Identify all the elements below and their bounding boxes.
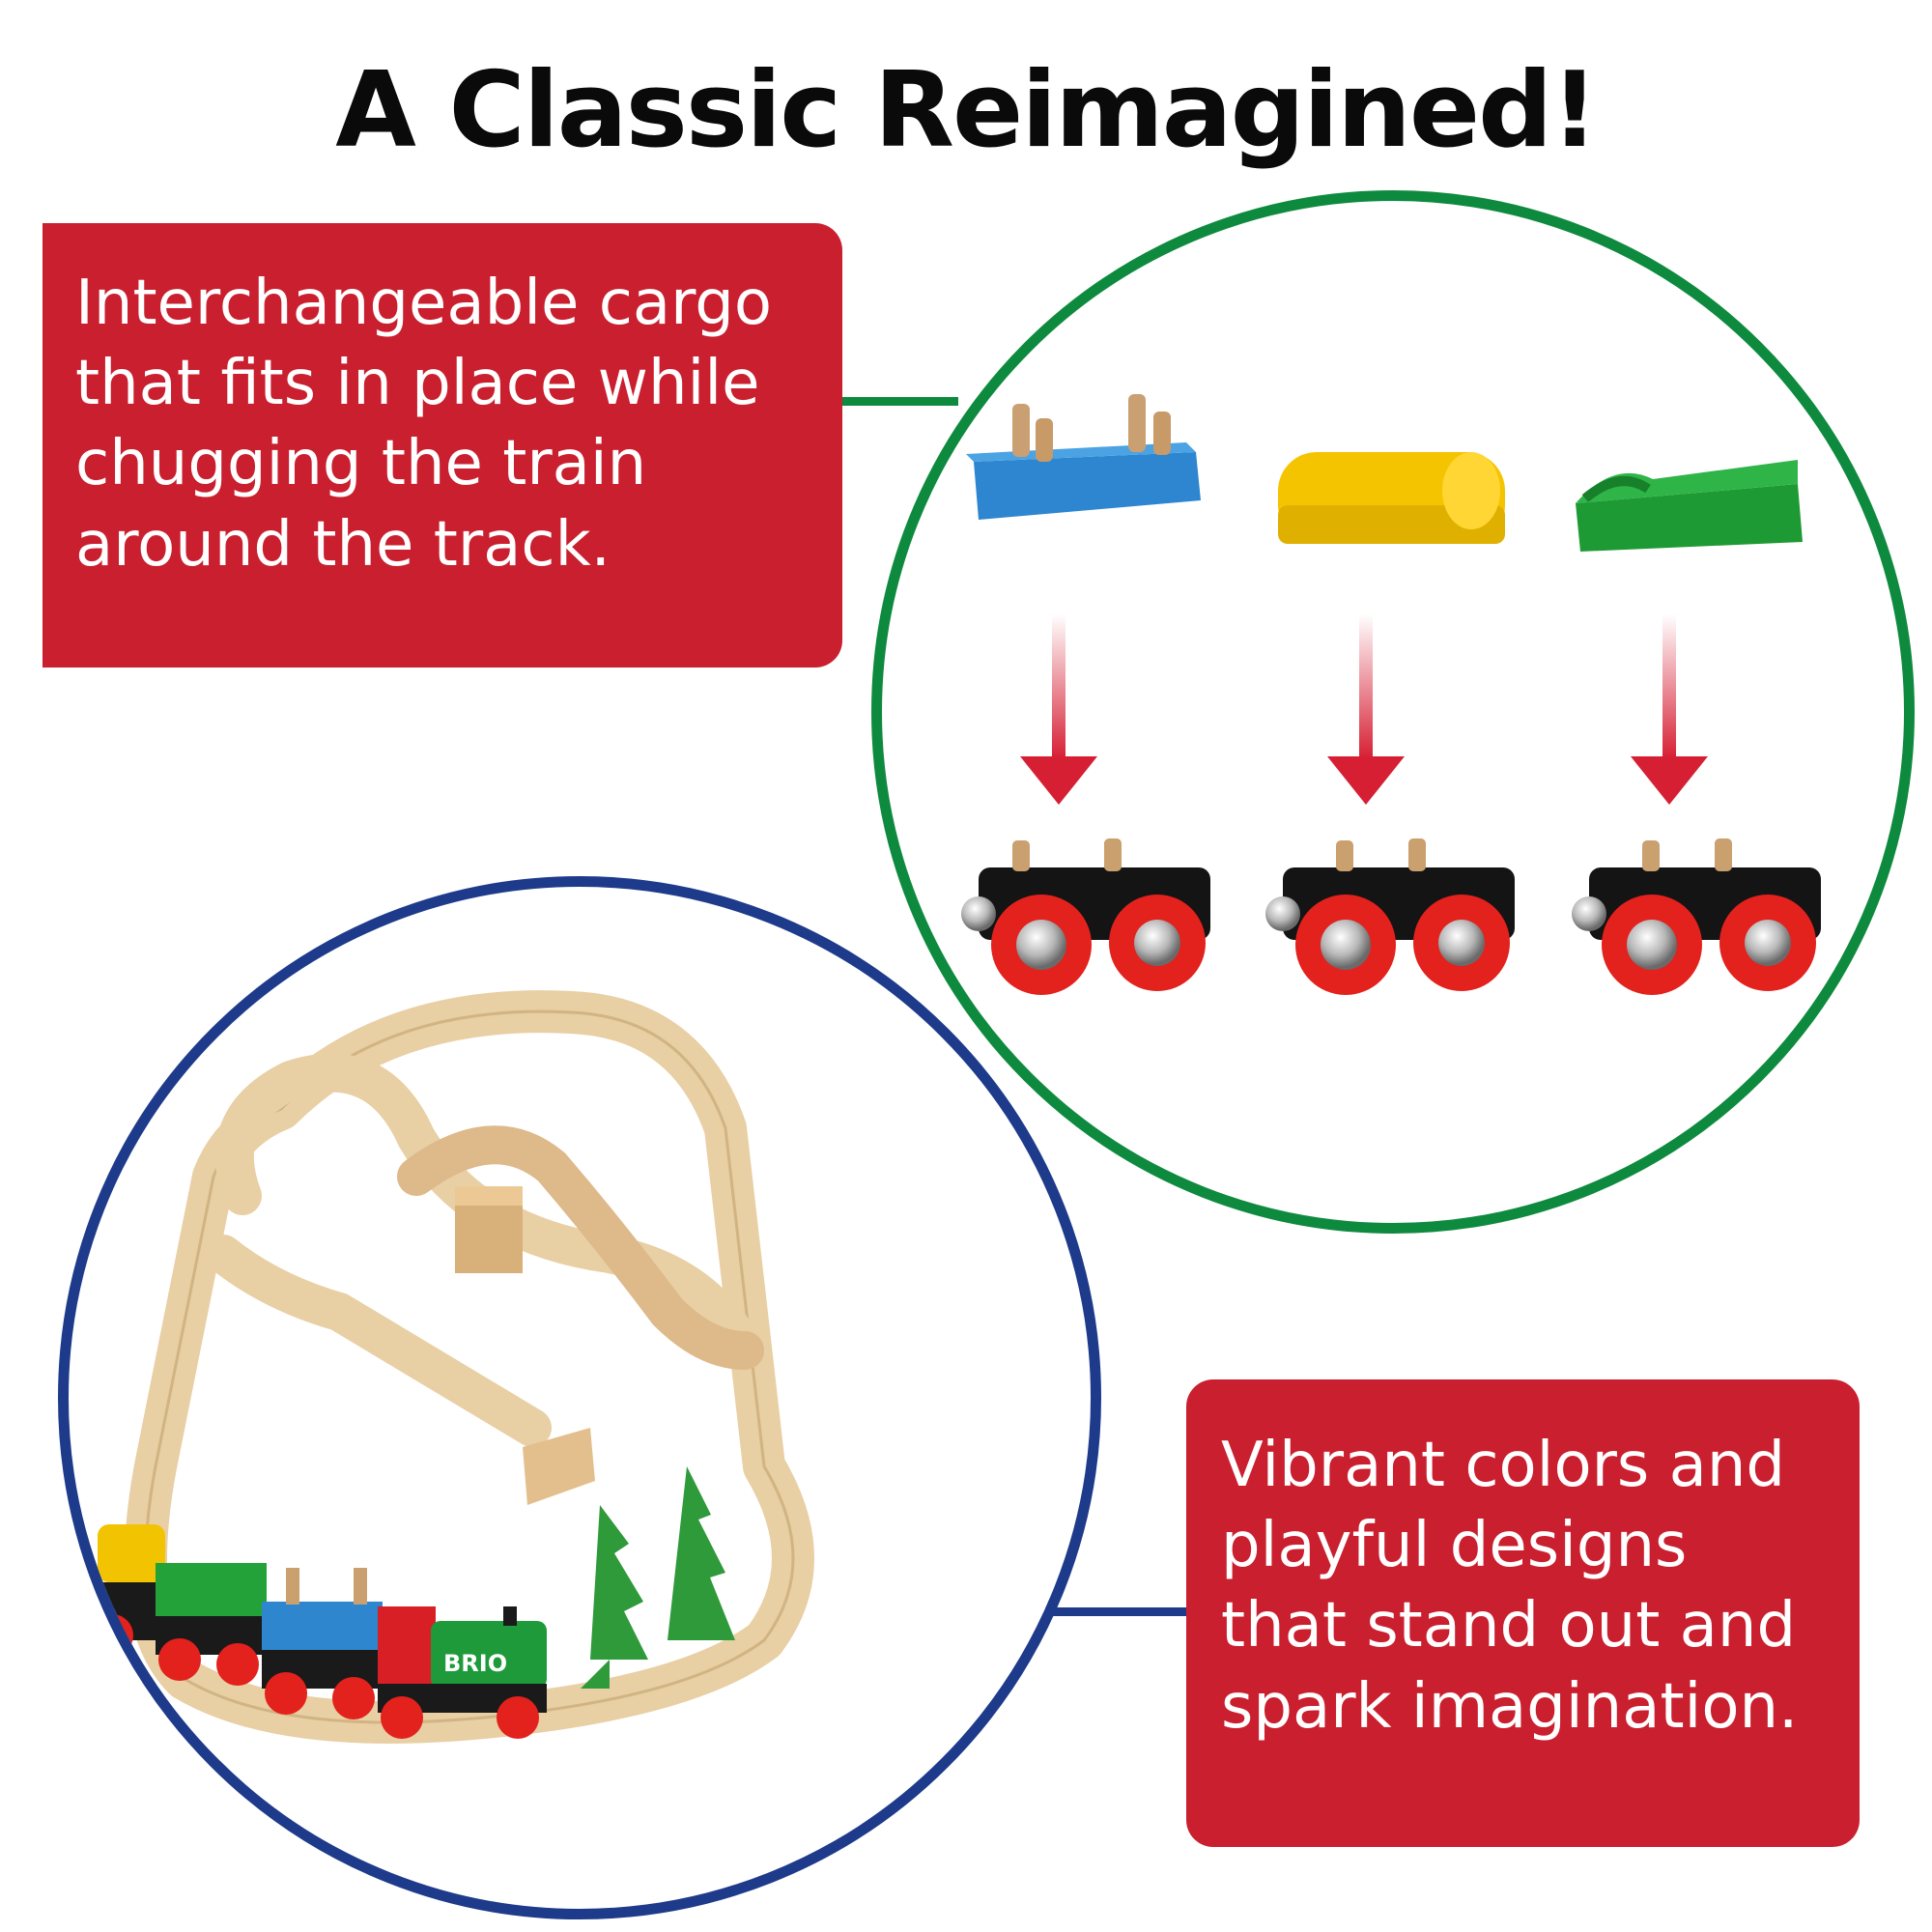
callout-line: that stand out and xyxy=(1221,1590,1797,1662)
wagon-chassis xyxy=(1572,838,1821,995)
design-callout: Vibrant colors and playful designs that … xyxy=(1186,1379,1860,1847)
wooden-track xyxy=(214,1053,764,1370)
yellow-cargo-piece xyxy=(1278,452,1505,544)
cargo-illustration xyxy=(961,394,1821,995)
callout-line: around the track. xyxy=(75,508,611,581)
down-arrow-icon xyxy=(1020,614,1097,805)
toy-train: BRIO xyxy=(91,1524,547,1739)
blue-connector-line xyxy=(1043,1607,1188,1616)
page-title: A Classic Reimagined! xyxy=(335,50,1598,171)
callout-line: Interchangeable cargo xyxy=(75,268,773,339)
wagon-chassis xyxy=(961,838,1210,995)
wagon-chassis xyxy=(1265,838,1515,995)
wooden-track xyxy=(397,1125,764,1370)
callout-line: playful designs xyxy=(1221,1510,1688,1582)
cargo-callout: Interchangeable cargo that fits in place… xyxy=(43,223,842,668)
track-circle: BRIO xyxy=(58,876,1101,1919)
callout-line: spark imagination. xyxy=(1221,1670,1799,1743)
track-illustration: BRIO xyxy=(91,990,814,1744)
tree-icon xyxy=(581,1505,648,1689)
callout-line: that fits in place while xyxy=(75,348,760,420)
down-arrow-icon xyxy=(1327,614,1405,805)
track-buffer xyxy=(523,1428,595,1505)
callout-line: chugging the train xyxy=(75,428,647,500)
cargo-circle xyxy=(871,190,1915,1234)
green-connector-line xyxy=(842,397,958,406)
wooden-track xyxy=(204,1235,552,1447)
green-cargo-piece xyxy=(1576,460,1803,552)
brio-logo: BRIO xyxy=(443,1650,507,1677)
blue-cargo-piece xyxy=(966,394,1201,520)
down-arrow-icon xyxy=(1631,614,1708,805)
tree-icon xyxy=(668,1466,735,1640)
callout-line: Vibrant colors and xyxy=(1221,1430,1785,1501)
